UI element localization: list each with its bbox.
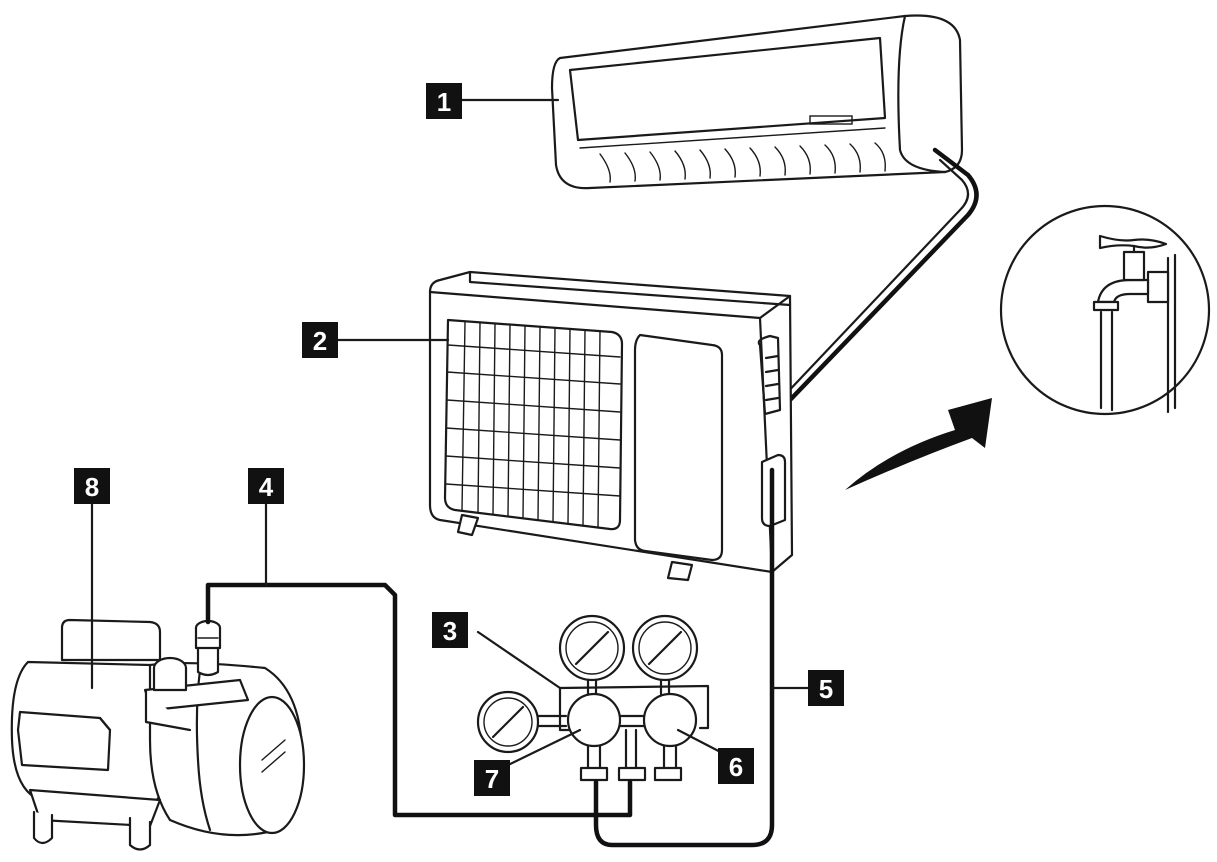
manifold-gauge-set [476,614,710,782]
callout-4: 4 [248,468,284,504]
callout-5-text: 5 [819,674,833,704]
callout-2-text: 2 [313,326,327,356]
callout-2: 2 [302,322,338,358]
gauge-left [476,690,568,754]
indoor-unit-louvers [599,142,886,183]
curved-arrow-icon [845,398,992,490]
callout-8-text: 8 [85,472,99,502]
callout-1-text: 1 [437,87,451,117]
callout-6-text: 6 [729,752,743,782]
valve-high-side [642,692,698,782]
callout-4-text: 4 [259,472,274,502]
callout-8: 8 [74,468,110,504]
gauge-top-left [558,614,626,696]
outdoor-unit-fan-grille [443,318,624,531]
valve-low-side [566,692,622,782]
refrigerant-line [764,147,979,473]
indoor-unit [550,14,964,190]
callout-7: 7 [474,760,510,796]
vacuum-pump [10,618,306,851]
water-tap-icon [999,204,1211,416]
callout-7-text: 7 [485,764,499,794]
callout-3-text: 3 [443,616,457,646]
callout-3: 3 [432,612,468,648]
callout-6: 6 [718,748,754,784]
callout-5: 5 [808,670,844,706]
callout-1: 1 [426,83,462,119]
hoses [205,467,775,848]
outdoor-unit [428,270,794,582]
gauge-top-right [631,614,699,696]
